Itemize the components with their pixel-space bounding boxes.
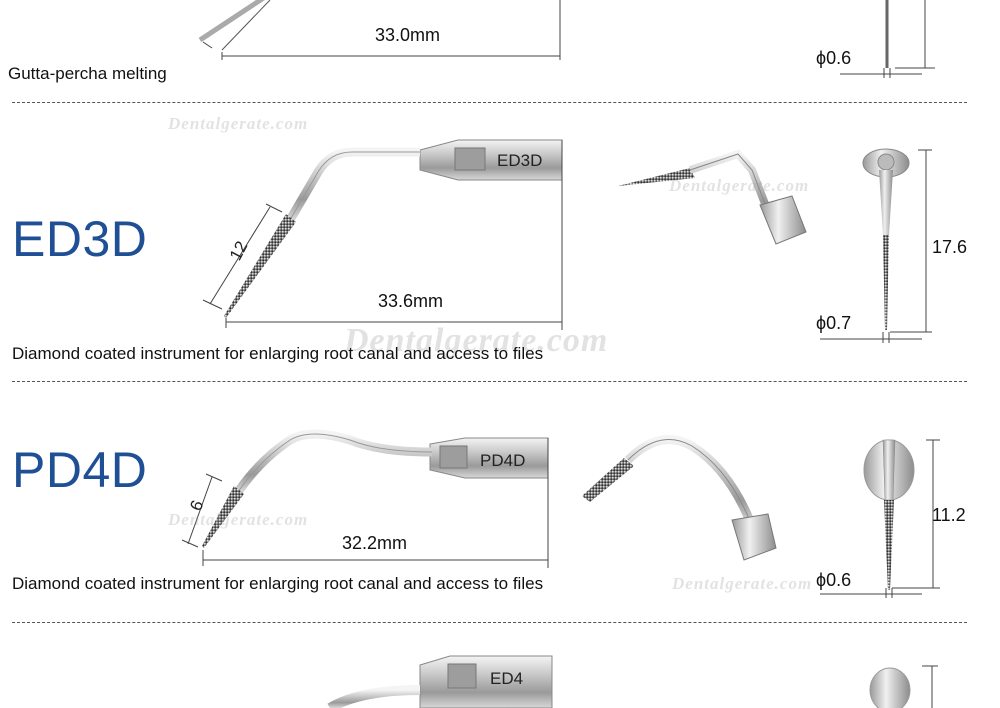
diameter-symbol-icon: ϕ <box>816 570 827 590</box>
pd4d-diameter-measure: ϕ0.6 <box>816 570 851 591</box>
watermark: Dentalgerate.com <box>168 114 309 133</box>
diameter-symbol-icon: ϕ <box>816 313 827 333</box>
ed3d-description: Diamond coated instrument for enlarging … <box>12 344 544 363</box>
pd4d-side-drawing: 6 PD4D <box>181 429 940 598</box>
pd4d-length-label: 32.2mm <box>342 533 408 553</box>
ed3d-handle-label: ED3D <box>497 151 542 170</box>
top-diameter-measure: ϕ0.6 <box>816 48 851 69</box>
diameter-symbol-icon: ϕ <box>816 48 827 68</box>
watermark: Dentalgerate.com <box>672 574 813 593</box>
separator-3 <box>12 622 967 623</box>
watermark-large: Dentalgerate.com <box>344 322 609 359</box>
ed3d-diameter-label: 0.7 <box>826 313 852 333</box>
separator-2 <box>12 381 967 382</box>
top-description: Gutta-percha melting <box>8 64 167 83</box>
pd4d-height-label: 11.2 <box>932 505 966 525</box>
separator-1 <box>12 102 967 103</box>
watermark: Dentalgerate.com <box>168 510 309 529</box>
pd4d-diameter-label: 0.6 <box>826 570 852 590</box>
model-title-pd4d: PD4D <box>12 442 148 498</box>
pd4d-description: Diamond coated instrument for enlarging … <box>12 574 544 593</box>
watermark: Dentalgerate.com <box>669 176 810 195</box>
ed4-handle-label: ED4 <box>490 669 523 688</box>
top-length-label: 33.0mm <box>375 25 441 45</box>
top-diameter-label: 0.6 <box>826 48 852 68</box>
ed3d-side-drawing: 12 ED3D <box>202 139 932 343</box>
ed3d-length-label: 33.6mm <box>378 291 444 311</box>
ed3d-diameter-measure: ϕ0.7 <box>816 313 851 334</box>
top-tip-drawing <box>198 0 935 78</box>
model-title-ed3d: ED3D <box>12 211 148 267</box>
pd4d-handle-label: PD4D <box>480 451 525 470</box>
ed3d-height-label: 17.6 <box>932 237 968 257</box>
